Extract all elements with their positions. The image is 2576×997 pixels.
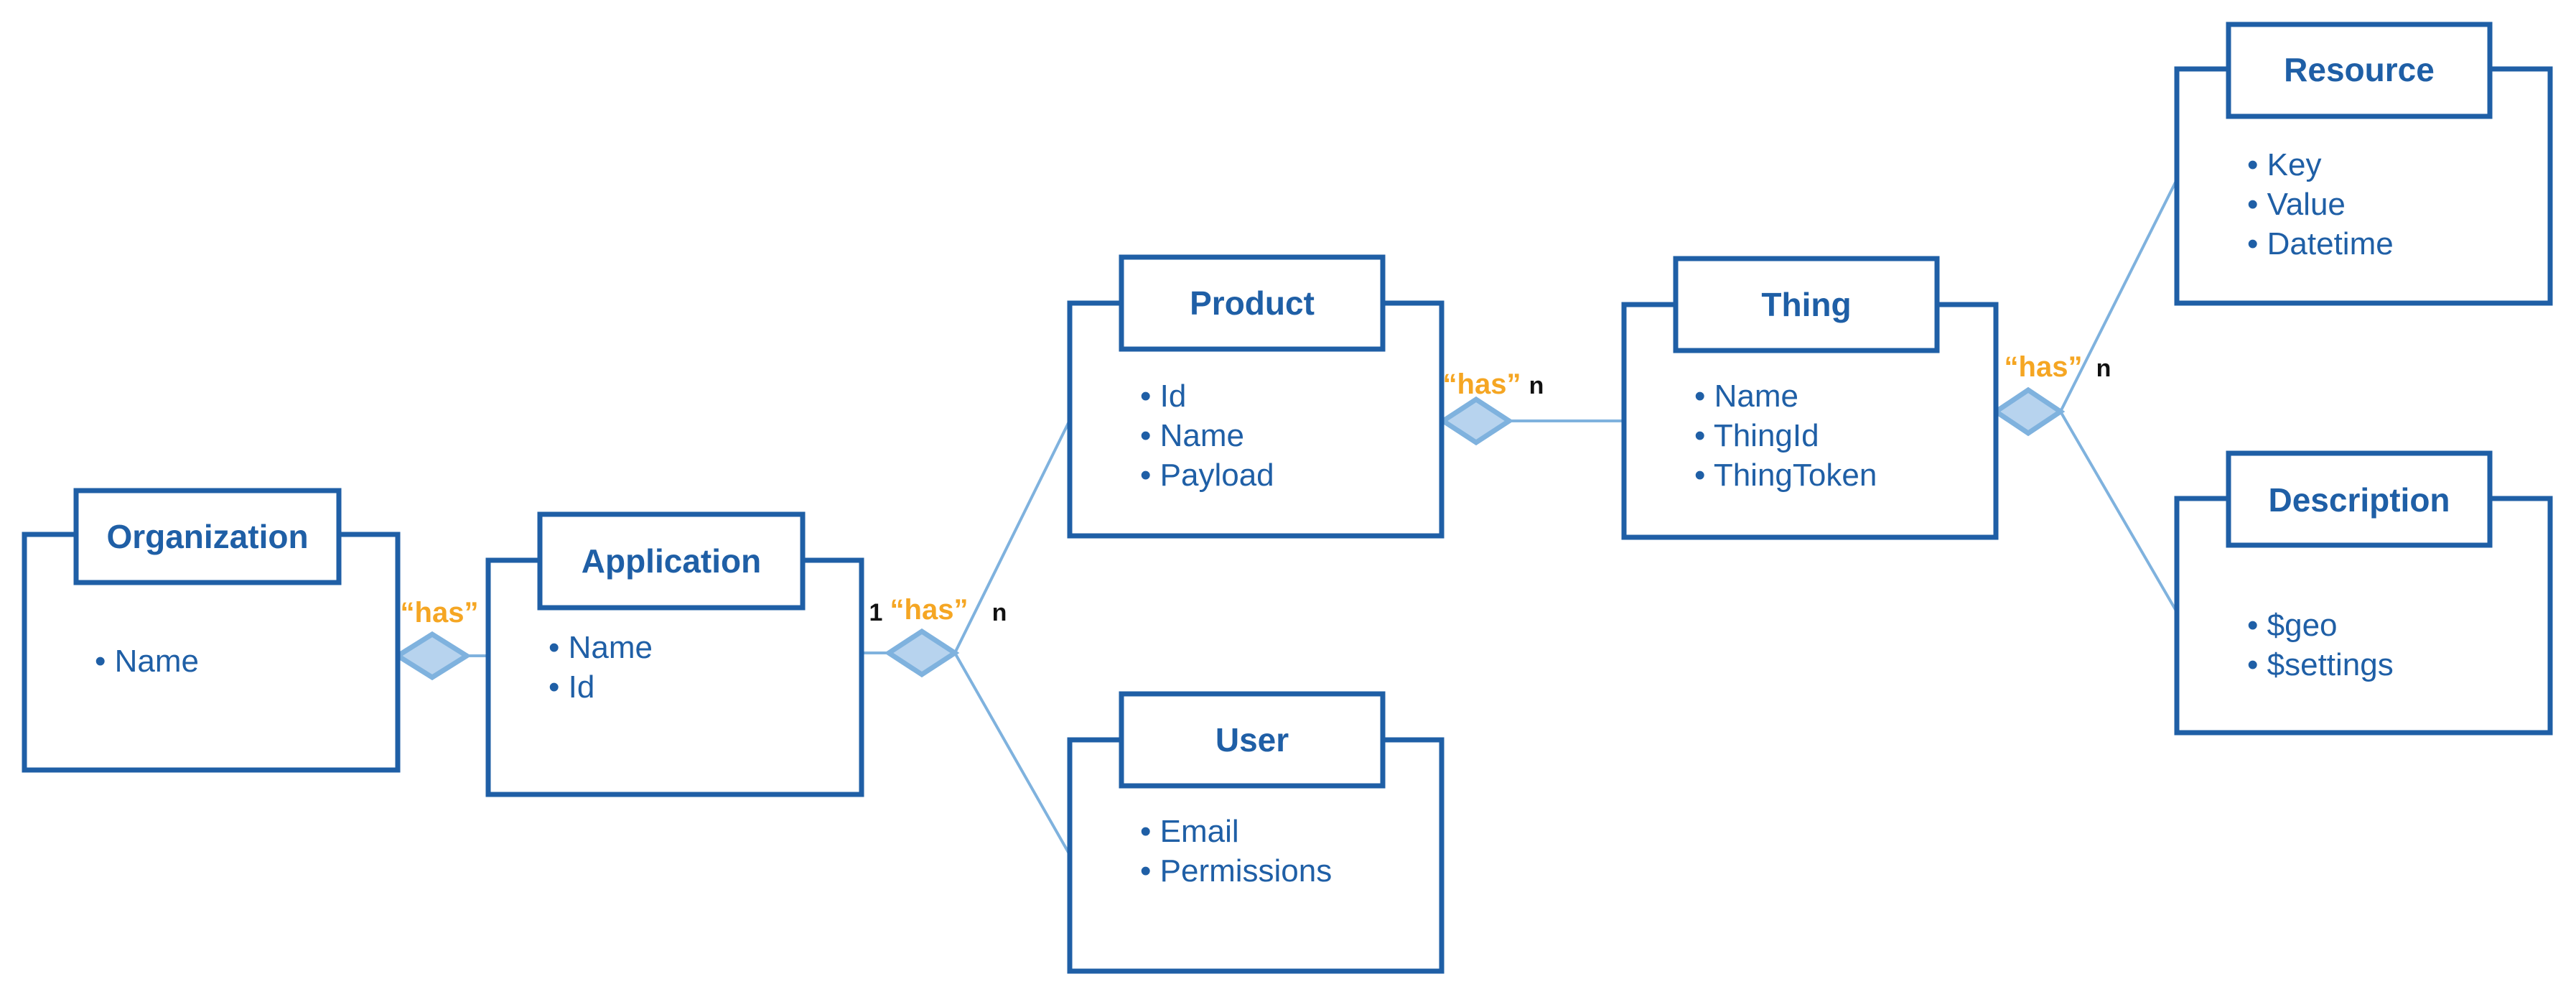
entity-title: Thing (1761, 286, 1851, 323)
cardinality-one-app-children: 1 (869, 599, 883, 626)
entity-attribute: • ThingToken (1694, 458, 1877, 493)
relation-label-app-children: “has” (890, 594, 969, 626)
relationship-diamond-product-thing (1438, 396, 1514, 446)
entity-product[interactable]: Product • Id • Name • Payload (1067, 254, 1445, 539)
entity-title-box (2226, 450, 2493, 548)
entity-title-box (1119, 691, 1386, 789)
cardinality-many-app-children: n (992, 599, 1007, 626)
connector-to-user (953, 652, 1071, 855)
connector-to-resource (2059, 179, 2178, 412)
entity-title: User (1215, 721, 1289, 759)
entity-attribute: • Email (1140, 814, 1239, 849)
entity-application[interactable]: Application • Name • Id (485, 511, 864, 797)
entity-title: Resource (2284, 51, 2435, 88)
relationship-diamonds (393, 386, 2066, 681)
connector-to-description (2059, 410, 2178, 613)
entity-description[interactable]: Description • $geo • $settings (2174, 450, 2553, 736)
entity-organization[interactable]: Organization • Name (22, 488, 401, 773)
entity-thing[interactable]: Thing • Name • ThingId • ThingToken (1621, 256, 1999, 540)
relationship-diamond-app-children (884, 628, 960, 678)
entity-attribute: • Name (549, 630, 653, 665)
entity-title: Product (1190, 284, 1315, 322)
entity-attribute: • Name (95, 644, 199, 679)
entity-attribute: • Name (1140, 418, 1244, 453)
entity-title-box (73, 488, 342, 585)
entity-attribute: • Datetime (2247, 226, 2394, 261)
entity-title-box (2226, 22, 2493, 119)
entities: Organization • Name Application • Name •… (22, 22, 2553, 974)
connector-to-product (953, 419, 1071, 654)
entity-title: Application (582, 542, 761, 580)
relation-label-thing-children: “has” (2005, 351, 2083, 383)
entity-title: Organization (106, 518, 308, 555)
entity-attribute: • ThingId (1694, 418, 1819, 453)
entity-attribute: • Value (2247, 187, 2346, 222)
entity-attribute: • Id (549, 669, 594, 705)
relationship-diamond-thing-children (1991, 386, 2066, 437)
relationship-diamond-org-app (393, 631, 472, 681)
entity-attribute: • Id (1140, 379, 1186, 414)
entity-attribute: • Key (2247, 147, 2321, 182)
entity-resource[interactable]: Resource • Key • Value • Datetime (2174, 22, 2553, 306)
entity-user[interactable]: User • Email • Permissions (1067, 691, 1445, 974)
entity-attribute: • Payload (1140, 458, 1274, 493)
entity-attribute: • Name (1694, 379, 1798, 414)
relation-label-product-thing: “has” (1443, 368, 1521, 400)
entity-attribute: • Permissions (1140, 853, 1332, 889)
entity-title-box (537, 511, 806, 611)
connector-lines (398, 179, 2178, 855)
entity-attribute: • $settings (2247, 647, 2394, 682)
entity-title-box (1119, 254, 1386, 352)
entity-title: Description (2268, 481, 2450, 519)
cardinality-many-product-thing: n (1529, 372, 1544, 399)
entity-attribute: • $geo (2247, 608, 2338, 643)
entity-title-box (1673, 256, 1940, 353)
relation-label-org-app: “has” (401, 597, 479, 629)
cardinality-many-thing-children: n (2096, 355, 2111, 382)
